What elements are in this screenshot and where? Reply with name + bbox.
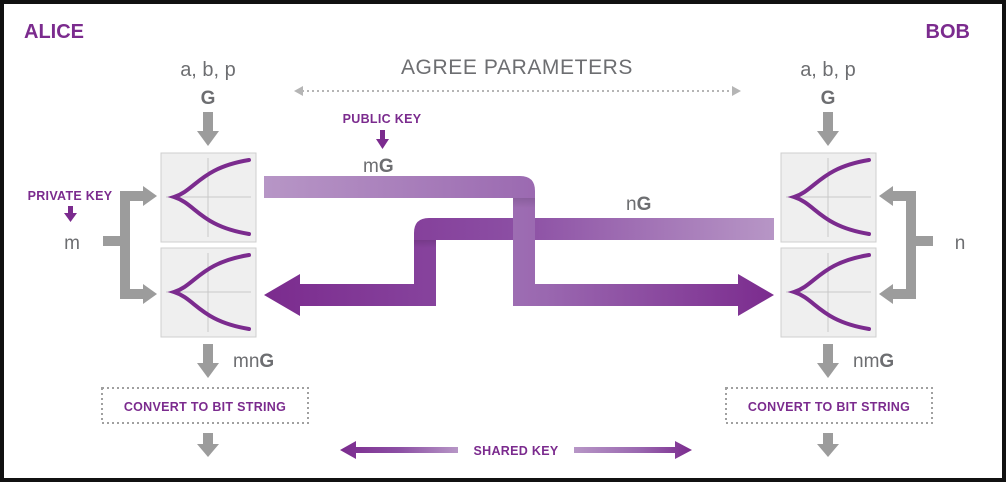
alice-generator: G [201,88,216,109]
bob-shared-secret: nmG [853,351,894,372]
bob-private-key-bracket [879,186,933,304]
bob-public-key: nG [626,194,651,215]
agree-parameters-dotted-arrow [294,86,741,96]
bob-final-down-arrow [817,433,839,457]
bob-private-key: n [955,233,966,254]
bob-to-alice-public-key-band [264,218,774,316]
private-key-down-arrow [64,206,77,222]
bob-curve-box-top [780,152,877,243]
alice-public-key: mG [363,156,394,177]
shared-key-left-arrow [340,441,458,459]
shared-key-label: SHARED KEY [474,444,559,458]
public-key-down-arrow [376,130,389,149]
agree-parameters-label: AGREE PARAMETERS [401,56,633,79]
alice-private-key: m [64,233,80,254]
shared-key-right-arrow [574,441,692,459]
alice-name: ALICE [24,21,84,43]
alice-private-key-bracket [103,186,157,304]
alice-curve-box-bottom [160,247,257,338]
alice-params: a, b, p [180,59,236,81]
alice-convert-label: CONVERT TO BIT STRING [124,400,286,414]
public-key-label: PUBLIC KEY [343,112,422,126]
bob-params: a, b, p [800,59,856,81]
alice-final-down-arrow [197,433,219,457]
private-key-label: PRIVATE KEY [28,189,113,203]
bob-generator: G [821,88,836,109]
alice-convert-box: CONVERT TO BIT STRING [101,387,309,424]
alice-g-down-arrow [197,112,219,146]
bob-curve-box-bottom [780,247,877,338]
alice-to-bob-public-key-band [264,176,774,316]
alice-curve-box-top [160,152,257,243]
bob-shared-down-arrow [817,344,839,378]
alice-shared-down-arrow [197,344,219,378]
bob-convert-label: CONVERT TO BIT STRING [748,400,910,414]
bob-name: BOB [926,21,970,43]
alice-shared-secret: mnG [233,351,274,372]
bob-g-down-arrow [817,112,839,146]
bob-convert-box: CONVERT TO BIT STRING [725,387,933,424]
